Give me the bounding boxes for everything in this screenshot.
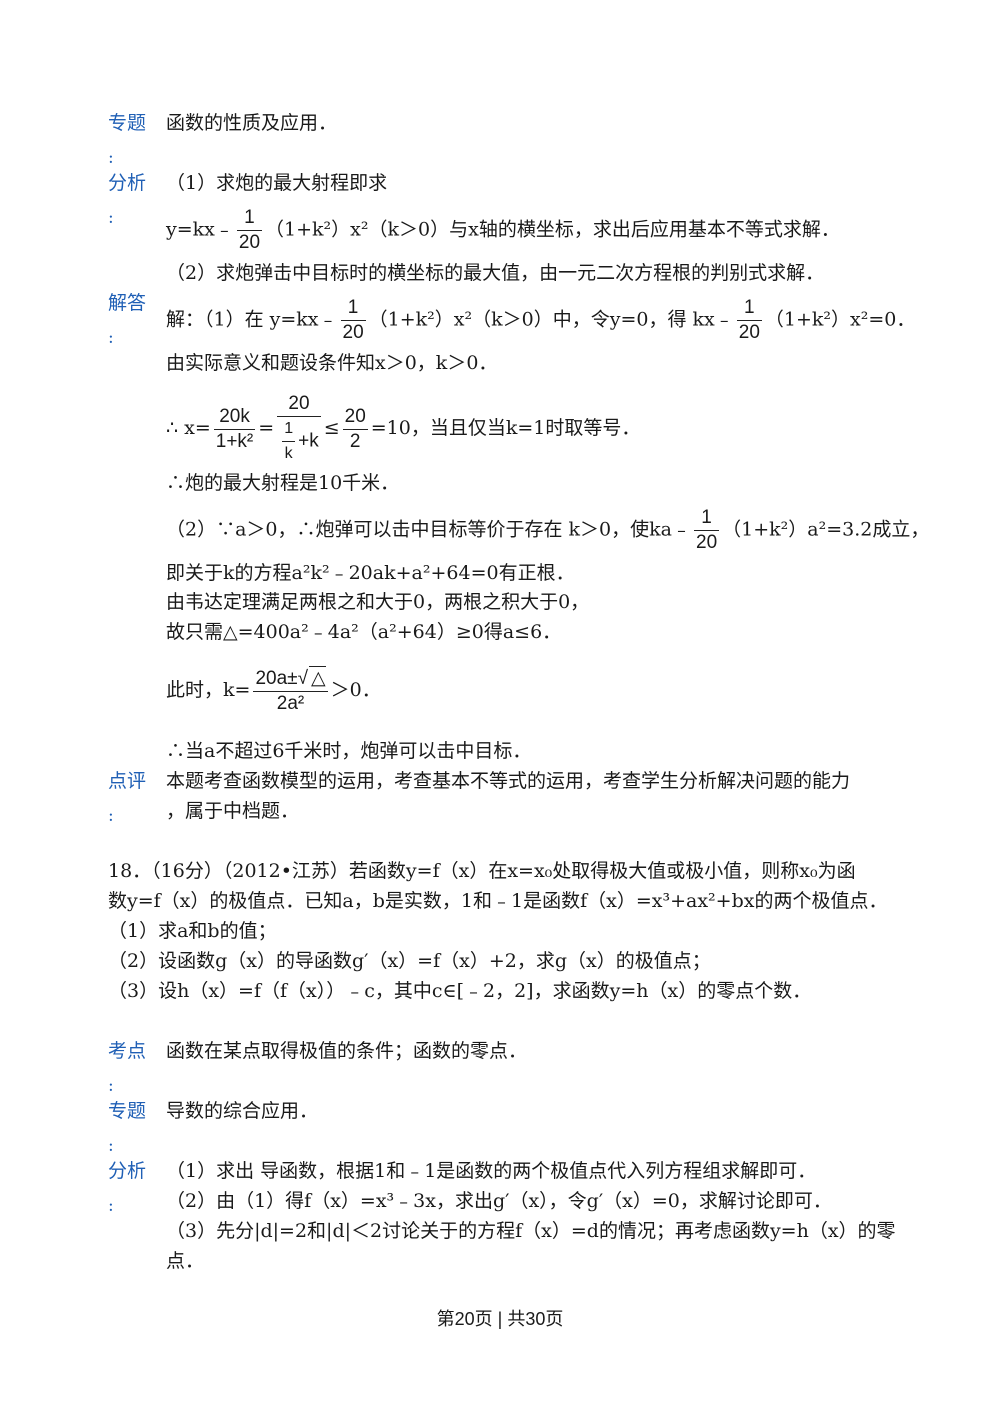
q17-solution-2: 由实际意义和题设条件知x＞0，k＞0． xyxy=(166,352,498,374)
analysis-label: 分析 xyxy=(108,172,147,194)
q18-analysis-1: （1）求出 导函数，根据1和﹣1是函数的两个极值点代入列方程组求解即可． xyxy=(166,1160,817,1182)
q17-analysis-1: （1）求炮的最大射程即求 xyxy=(166,172,388,194)
q18-analysis-4: 点． xyxy=(166,1250,205,1272)
q18-point-text: 函数在某点取得极值的条件；函数的零点． xyxy=(166,1040,528,1062)
q17-solution-10: ∴当a不超过6千米时，炮弹可以击中目标． xyxy=(166,740,532,762)
analysis-label: 分析 xyxy=(108,1160,147,1182)
colon-mark: : xyxy=(108,1196,114,1216)
page-footer: 第20页 | 共30页 xyxy=(436,1309,564,1329)
q17-solution-4: ∴炮的最大射程是10千米． xyxy=(166,472,400,494)
q17-solution-9: 此时，k=20a±√△2a²＞0． xyxy=(166,666,381,714)
q18-analysis-3: （3）先分|d|=2和|d|＜2讨论关于的方程f（x）=d的情况；再考虑函数y=… xyxy=(166,1220,896,1242)
topic-label: 专题 xyxy=(108,1100,147,1122)
q18-topic-text: 导数的综合应用． xyxy=(166,1100,319,1122)
q17-solution-7: 由韦达定理满足两根之和大于0，两根之积大于0， xyxy=(166,591,590,613)
q17-solution-8: 故只需△=400a²﹣4a²（a²+64）≥0得a≤6． xyxy=(166,621,562,643)
fraction: 20a±√△2a² xyxy=(253,666,328,714)
q17-comment-1: 本题考查函数模型的运用，考查基本不等式的运用，考查学生分析解决问题的能力 xyxy=(166,770,851,792)
q17-solution-6: 即关于k的方程a²k²﹣20ak+a²+64=0有正根． xyxy=(166,562,575,584)
q17-comment-2: ，属于中档题． xyxy=(166,800,300,822)
comment-label: 点评 xyxy=(108,770,147,792)
q18-part-2: （2）设函数g（x）的导函数g′（x）=f（x）+2，求g（x）的极值点； xyxy=(108,950,711,972)
colon-mark: : xyxy=(108,1136,114,1156)
point-label: 考点 xyxy=(108,1040,147,1062)
solution-label: 解答 xyxy=(108,292,147,314)
colon-mark: : xyxy=(108,148,114,168)
colon-mark: : xyxy=(108,208,114,228)
q17-topic-text: 函数的性质及应用． xyxy=(166,112,338,134)
colon-mark: : xyxy=(108,1076,114,1096)
colon-mark: : xyxy=(108,806,114,826)
q17-analysis-3: （2）求炮弹击中目标时的横坐标的最大值，由一元二次方程根的判别式求解． xyxy=(166,262,825,284)
colon-mark: : xyxy=(108,328,114,348)
topic-label: 专题 xyxy=(108,112,147,134)
q18-part-3: （3）设h（x）=f（f（x））﹣c，其中c∈[﹣2，2]，求函数y=h（x）的… xyxy=(108,980,812,1002)
q18-analysis-2: （2）由（1）得f（x）=x³﹣3x，求出g′（x），令g′（x）=0，求解讨论… xyxy=(166,1190,832,1212)
q18-stem-1: 18．（16分）（2012•江苏）若函数y=f（x）在x=x₀处取得极大值或极小… xyxy=(108,860,856,882)
q18-stem-2: 数y=f（x）的极值点．已知a，b是实数，1和﹣1是函数f（x）=x³+ax²+… xyxy=(108,890,888,912)
q18-part-1: （1）求a和b的值； xyxy=(108,920,277,942)
